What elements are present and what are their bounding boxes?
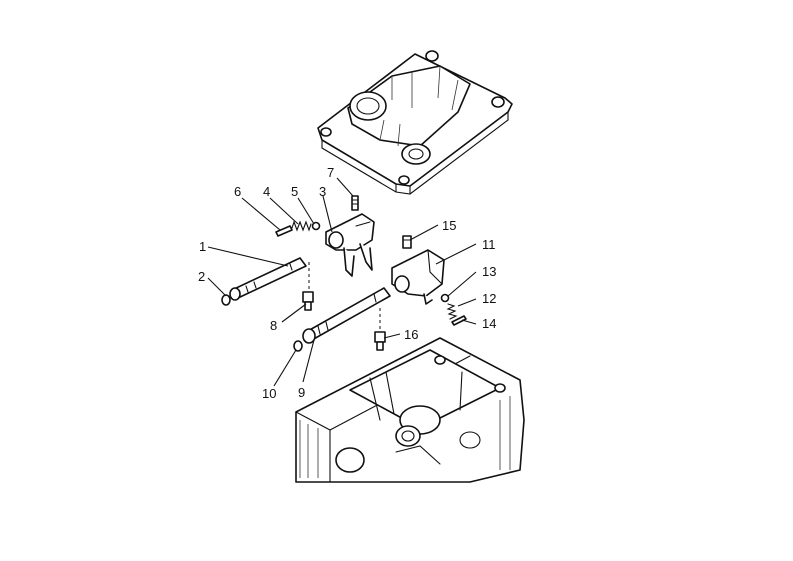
callout-labels: 1 2 3 4 5 6 7 8 9 10 11 12 13 14 15 16 bbox=[198, 165, 496, 401]
plug-15 bbox=[402, 235, 412, 249]
leader-6 bbox=[241, 197, 281, 231]
callout-3: 3 bbox=[319, 184, 326, 199]
leader-11 bbox=[435, 243, 477, 265]
callout-9: 9 bbox=[298, 385, 305, 400]
callout-7: 7 bbox=[327, 165, 334, 180]
leader-8 bbox=[281, 303, 307, 323]
callout-11: 11 bbox=[482, 237, 496, 252]
leader-14 bbox=[461, 319, 477, 325]
callout-8: 8 bbox=[270, 318, 277, 333]
screw-16 bbox=[374, 331, 386, 351]
shift-fork-11 bbox=[391, 249, 445, 305]
leader-5 bbox=[297, 197, 315, 225]
pin-6 bbox=[275, 225, 293, 237]
callout-5: 5 bbox=[291, 184, 298, 199]
callout-12: 12 bbox=[482, 291, 496, 306]
leader-1 bbox=[207, 246, 289, 267]
shift-fork-3 bbox=[325, 213, 375, 277]
callout-4: 4 bbox=[263, 184, 270, 199]
ball-5 bbox=[311, 221, 321, 231]
leader-9 bbox=[302, 339, 315, 383]
callout-14: 14 bbox=[482, 316, 496, 331]
callout-2: 2 bbox=[198, 269, 205, 284]
leader-10 bbox=[273, 349, 297, 387]
gearbox-housing bbox=[295, 337, 525, 483]
callout-6: 6 bbox=[234, 184, 241, 199]
spring-12 bbox=[446, 303, 458, 320]
leader-13 bbox=[447, 271, 477, 297]
ball-13 bbox=[440, 293, 450, 303]
spring-4 bbox=[291, 220, 312, 232]
bolt-7 bbox=[351, 195, 359, 211]
leader-4 bbox=[269, 197, 299, 225]
callout-13: 13 bbox=[482, 264, 496, 279]
leader-lines bbox=[207, 177, 477, 387]
shift-rail-9 bbox=[302, 287, 391, 344]
leader-7 bbox=[336, 177, 354, 197]
leader-2 bbox=[207, 277, 227, 297]
callout-1: 1 bbox=[199, 239, 206, 254]
snap-ring-2 bbox=[221, 294, 231, 306]
leader-3 bbox=[322, 195, 333, 233]
leader-16 bbox=[383, 333, 401, 339]
leader-15 bbox=[409, 224, 439, 241]
callout-16: 16 bbox=[404, 327, 418, 342]
screw-8 bbox=[302, 291, 314, 311]
pin-14 bbox=[451, 315, 467, 326]
top-cover-plate bbox=[317, 50, 513, 195]
leader-12 bbox=[457, 298, 477, 307]
callout-10: 10 bbox=[262, 386, 276, 401]
callout-15: 15 bbox=[442, 218, 456, 233]
snap-ring-10 bbox=[293, 340, 303, 352]
shift-rail-1 bbox=[229, 257, 307, 301]
